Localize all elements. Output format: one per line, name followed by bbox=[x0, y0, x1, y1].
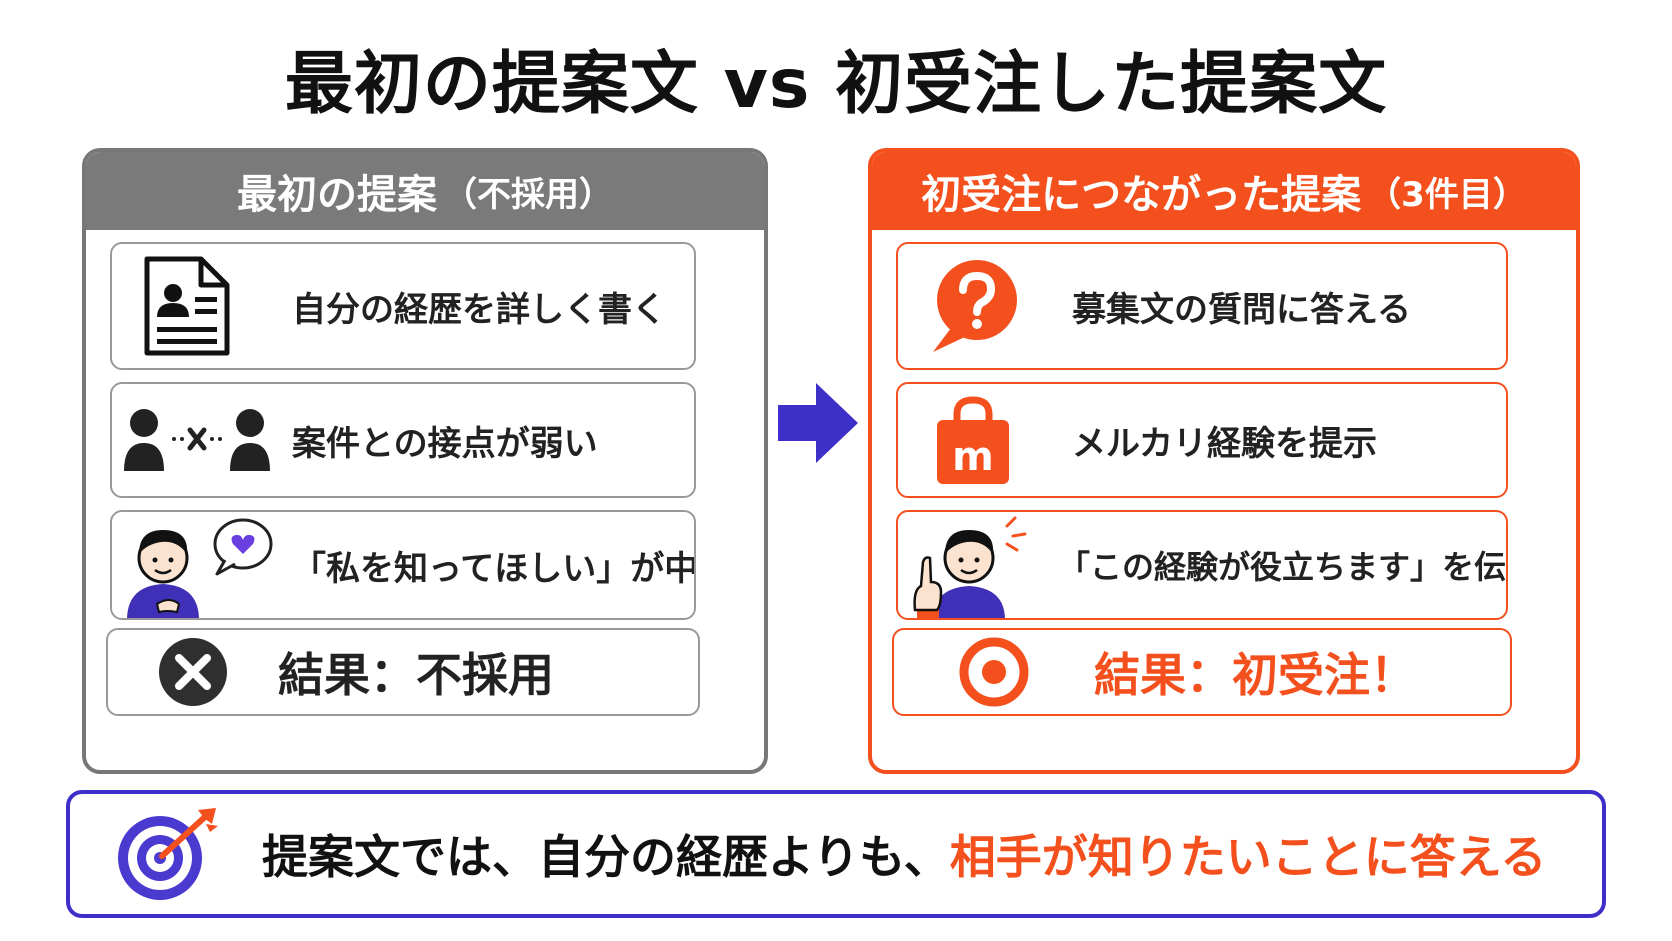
right-item-text: 募集文の質問に答える bbox=[1072, 289, 1411, 330]
self-focused-person-icon bbox=[112, 512, 282, 618]
left-item-text: 案件との接点が弱い bbox=[292, 423, 598, 464]
svg-text:m: m bbox=[952, 434, 994, 480]
conclusion-main: 提案文では、自分の経歴よりも、 bbox=[262, 830, 950, 884]
right-item-text: メルカリ経験を提示 bbox=[1072, 423, 1377, 464]
right-header-sub: （3件目） bbox=[1367, 174, 1527, 215]
left-result: 結果：不採用 bbox=[106, 628, 700, 716]
disconnected-people-icon bbox=[112, 380, 282, 500]
conclusion-text: 提案文では、自分の経歴よりも、相手が知りたいことに答える bbox=[262, 821, 1546, 887]
left-panel: 最初の提案 （不採用） 自分の経歴を詳しく書く bbox=[82, 148, 768, 774]
question-bubble-icon bbox=[898, 246, 1048, 366]
left-result-text: 結果：不採用 bbox=[278, 648, 554, 702]
left-item-text: 「私を知ってほしい」が中心 bbox=[292, 548, 696, 589]
target-icon bbox=[100, 804, 232, 904]
left-item-resume: 自分の経歴を詳しく書く bbox=[110, 242, 696, 370]
right-header-label: 初受注につながった提案 bbox=[921, 172, 1362, 218]
double-circle-icon bbox=[894, 632, 1094, 712]
right-result-text: 結果：初受注！ bbox=[1094, 648, 1416, 702]
right-item-question: 募集文の質問に答える bbox=[896, 242, 1508, 370]
conclusion-box: 提案文では、自分の経歴よりも、相手が知りたいことに答える bbox=[66, 790, 1606, 918]
right-panel-header: 初受注につながった提案 （3件目） bbox=[872, 152, 1576, 230]
left-header-label: 最初の提案 bbox=[237, 172, 437, 218]
right-item-text: 「この経験が役立ちます」を伝える bbox=[1058, 548, 1507, 586]
right-result: 結果：初受注！ bbox=[892, 628, 1512, 716]
conclusion-highlight: 相手が知りたいことに答える bbox=[949, 830, 1547, 884]
cross-circle-icon bbox=[108, 632, 278, 712]
right-panel: 初受注につながった提案 （3件目） 募集文の質問に答える m メルカリ経験を提示 bbox=[868, 148, 1580, 774]
right-item-mercari: m メルカリ経験を提示 bbox=[896, 382, 1508, 498]
pointing-person-icon bbox=[898, 512, 1048, 618]
right-item-value: 「この経験が役立ちます」を伝える bbox=[896, 510, 1508, 620]
left-item-self-focus: 「私を知ってほしい」が中心 bbox=[110, 510, 696, 620]
left-header-sub: （不採用） bbox=[443, 174, 613, 215]
left-item-connection: 案件との接点が弱い bbox=[110, 382, 696, 498]
resume-document-icon bbox=[112, 246, 262, 366]
left-panel-header: 最初の提案 （不採用） bbox=[86, 152, 764, 230]
right-arrow-icon bbox=[778, 383, 858, 467]
page-title: 最初の提案文 vs 初受注した提案文 bbox=[284, 45, 1388, 124]
left-item-text: 自分の経歴を詳しく書く bbox=[292, 289, 666, 330]
mercari-bag-icon: m bbox=[898, 380, 1048, 500]
